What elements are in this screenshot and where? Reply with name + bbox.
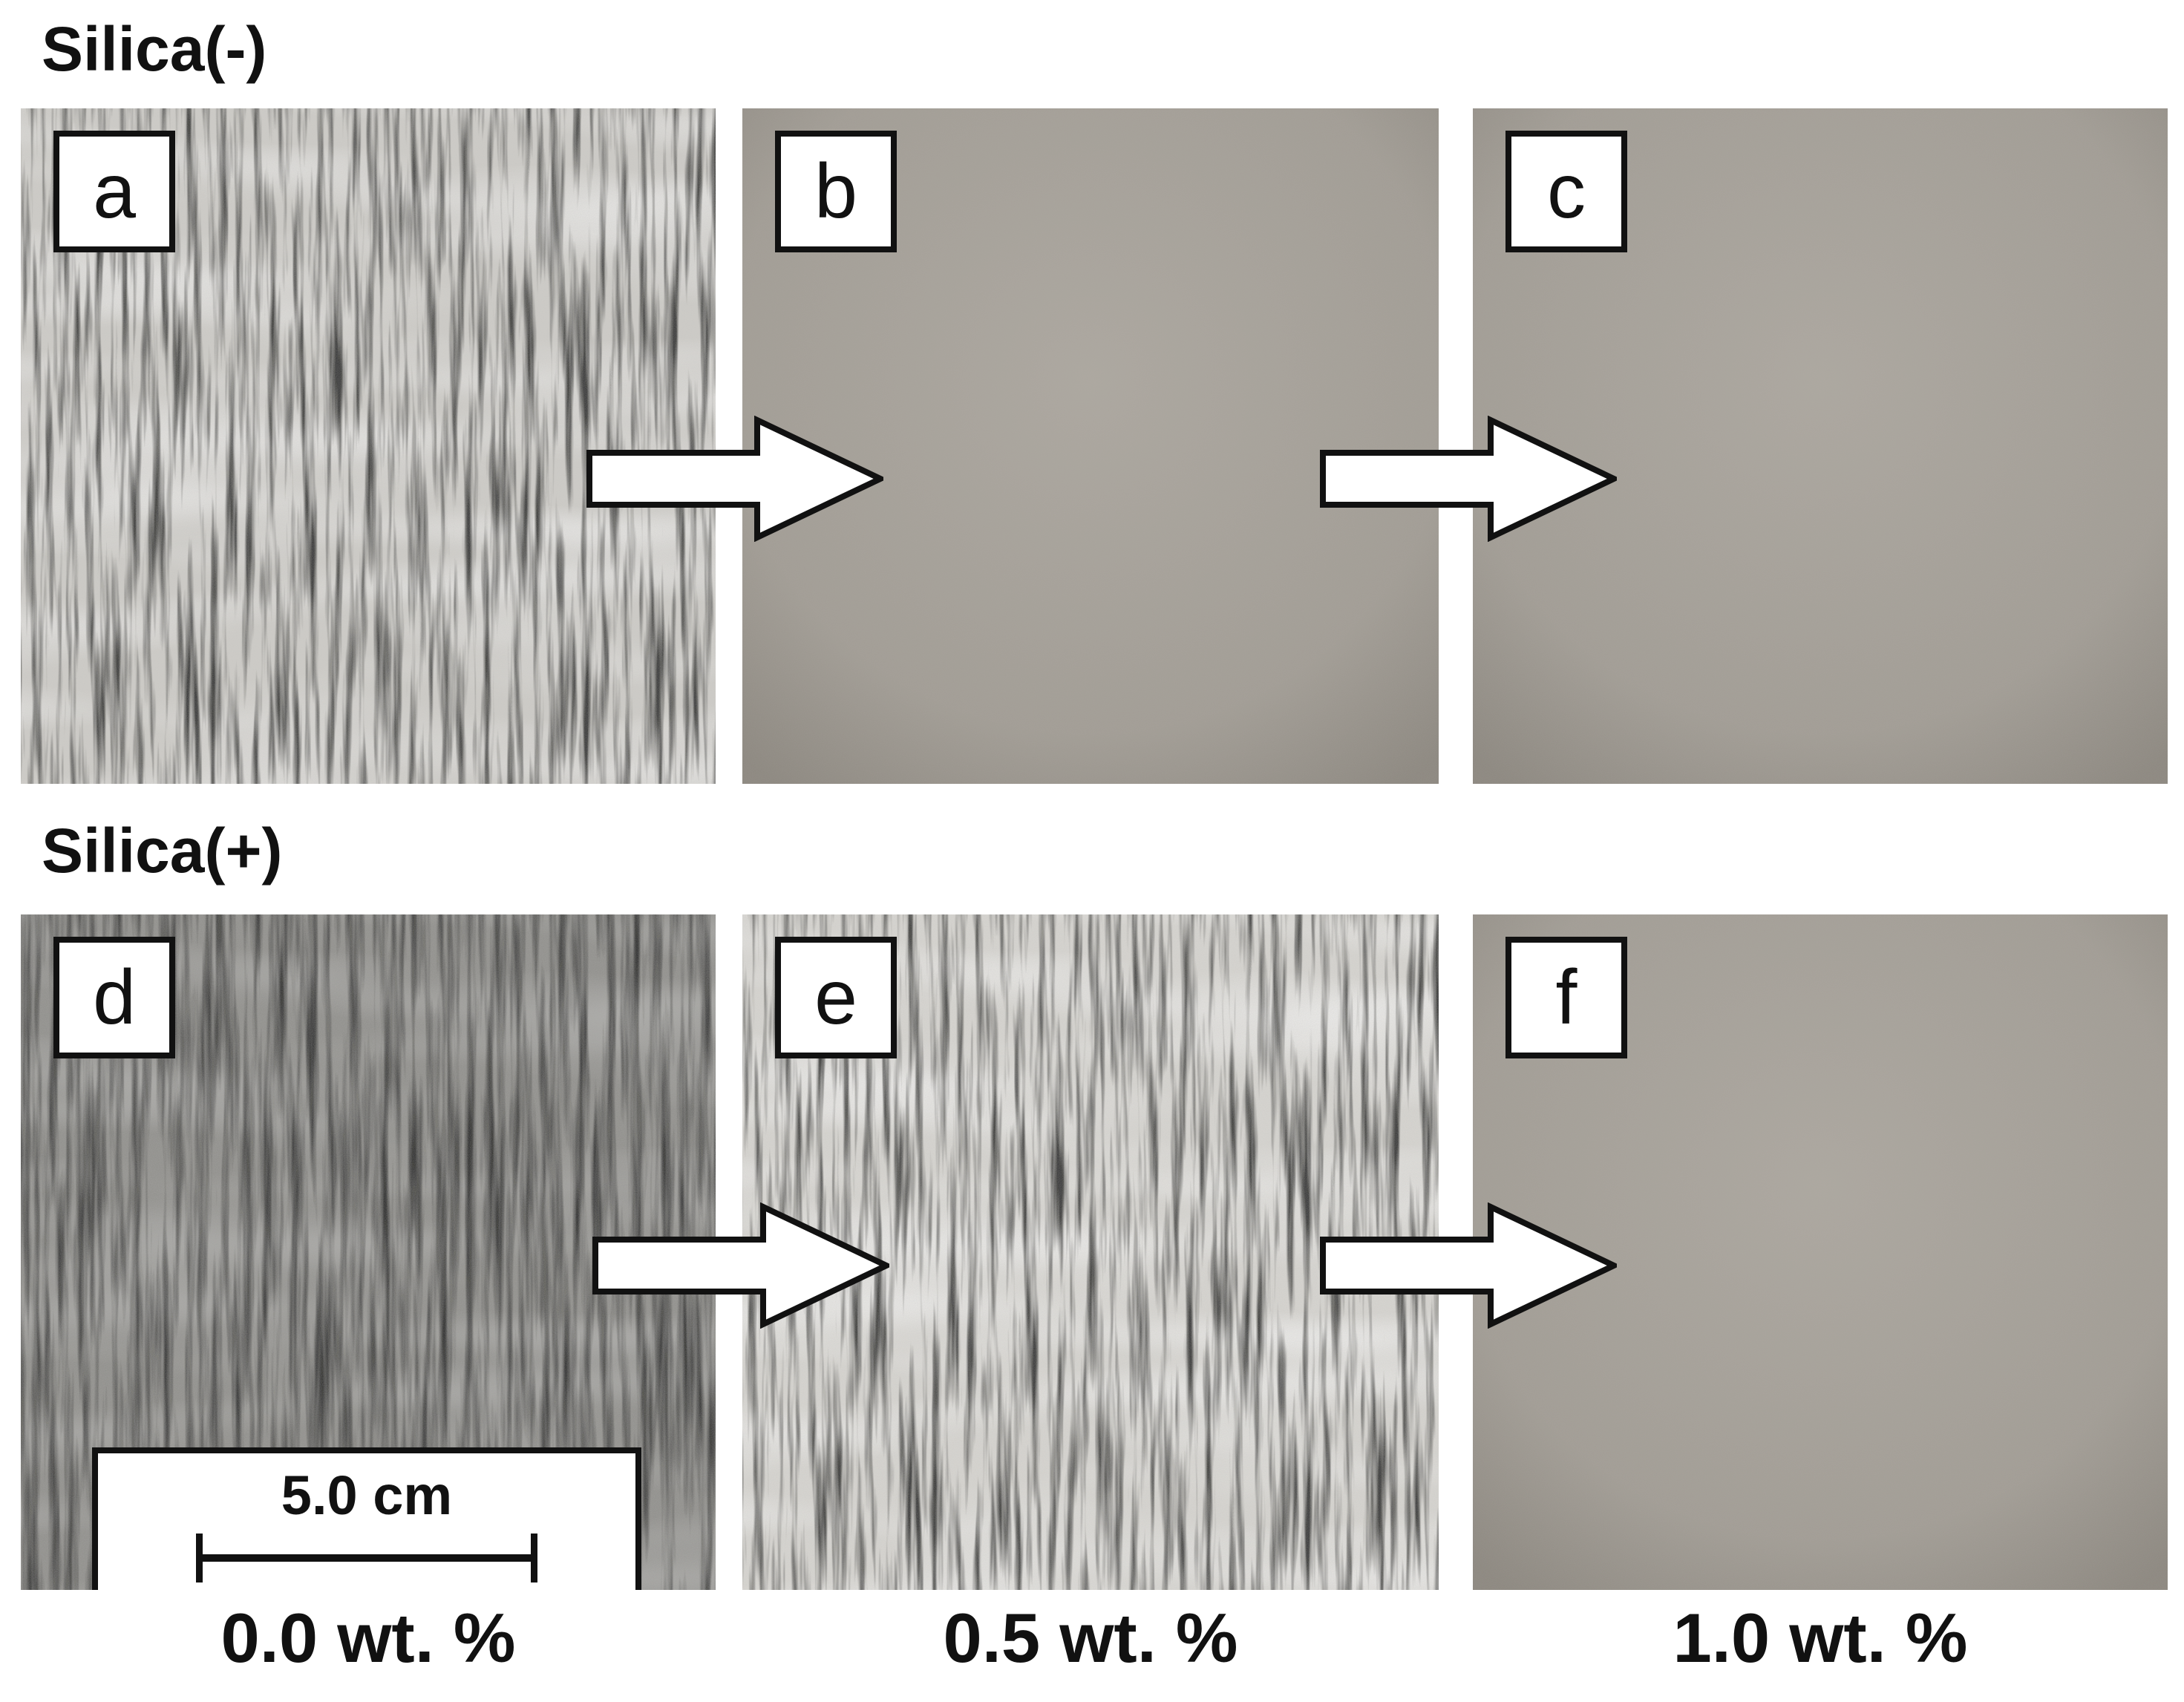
arrow-a-to-b-icon [586, 416, 883, 542]
panel-c-photo: c [1473, 108, 2168, 784]
arrow-d-to-e-icon [592, 1202, 889, 1329]
column-label-1-0: 1.0 wt. % [1673, 1599, 1968, 1677]
panel-a-photo: a [21, 108, 716, 784]
panel-b-photo: b [742, 108, 1439, 784]
arrow-e-to-f-icon [1320, 1202, 1617, 1329]
scale-bar-box: 5.0 cm [92, 1447, 641, 1590]
scale-bar-label: 5.0 cm [281, 1464, 453, 1526]
panel-d-label: d [53, 937, 175, 1058]
row-label-silica-minus: Silica(-) [42, 14, 267, 84]
panel-e-label: e [775, 937, 897, 1058]
arrow-b-to-c-icon [1320, 416, 1617, 542]
row-label-silica-plus: Silica(+) [42, 816, 283, 886]
panel-c-label: c [1505, 131, 1627, 252]
column-label-0-5: 0.5 wt. % [943, 1599, 1238, 1677]
column-label-0-0: 0.0 wt. % [220, 1599, 516, 1677]
scale-bar-line [196, 1534, 537, 1582]
panel-a-label: a [53, 131, 175, 252]
panel-b-label: b [775, 131, 897, 252]
panel-f-label: f [1505, 937, 1627, 1058]
